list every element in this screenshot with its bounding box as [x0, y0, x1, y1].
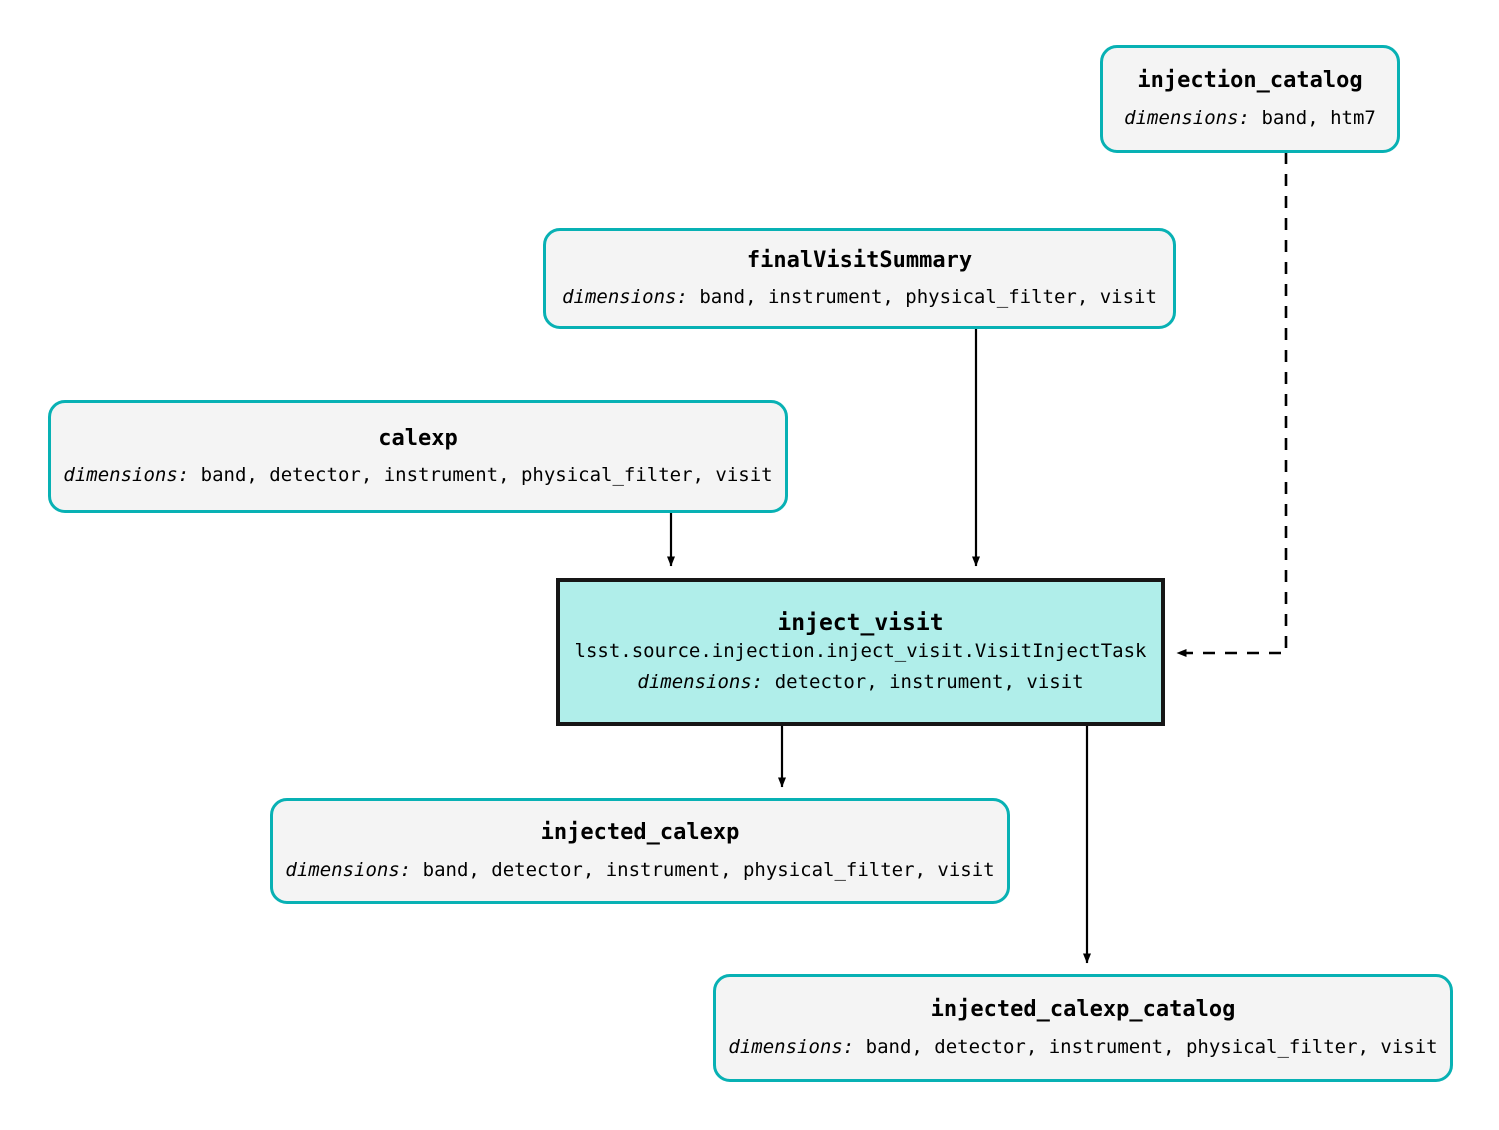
dimensions-value: band, htm7	[1261, 106, 1376, 129]
node-title: inject_visit	[777, 610, 944, 637]
dimensions-value: band, detector, instrument, physical_fil…	[200, 464, 773, 487]
node-dimensions: dimensions: band, instrument, physical_f…	[562, 287, 1157, 308]
node-dimensions: dimensions: band, htm7	[1124, 106, 1376, 129]
node-calexp[interactable]: calexp dimensions: band, detector, instr…	[48, 400, 788, 513]
dimensions-label: dimensions:	[562, 286, 688, 309]
node-dimensions: dimensions: band, detector, instrument, …	[63, 465, 772, 486]
node-title: injected_calexp_catalog	[930, 997, 1236, 1023]
node-title: injection_catalog	[1137, 68, 1363, 94]
node-injected-calexp[interactable]: injected_calexp dimensions: band, detect…	[270, 798, 1010, 904]
node-title: finalVisitSummary	[746, 247, 973, 273]
dimensions-value: detector, instrument, visit	[774, 670, 1084, 693]
dimensions-label: dimensions:	[728, 1035, 855, 1058]
dimensions-value: band, instrument, physical_filter, visit	[699, 286, 1157, 309]
node-inject-visit[interactable]: inject_visit lsst.source.injection.injec…	[556, 578, 1165, 726]
dimensions-label: dimensions:	[63, 464, 190, 487]
dimensions-label: dimensions:	[637, 670, 764, 693]
dimensions-value: band, detector, instrument, physical_fil…	[422, 858, 995, 881]
node-finalvisitsummary[interactable]: finalVisitSummary dimensions: band, inst…	[543, 228, 1176, 329]
dimensions-label: dimensions:	[1124, 106, 1250, 129]
node-title: calexp	[378, 425, 458, 451]
node-task-class: lsst.source.injection.inject_visit.Visit…	[574, 639, 1147, 662]
dimensions-label: dimensions:	[285, 858, 412, 881]
dimensions-value: band, detector, instrument, physical_fil…	[865, 1035, 1438, 1058]
edge-injection-catalog-to-inject-visit	[1176, 152, 1288, 657]
node-dimensions: dimensions: detector, instrument, visit	[637, 670, 1084, 693]
node-injected-calexp-catalog[interactable]: injected_calexp_catalog dimensions: band…	[713, 974, 1453, 1082]
node-dimensions: dimensions: band, detector, instrument, …	[285, 858, 995, 881]
node-dimensions: dimensions: band, detector, instrument, …	[728, 1035, 1438, 1058]
node-injection-catalog[interactable]: injection_catalog dimensions: band, htm7	[1100, 45, 1400, 153]
node-title: injected_calexp	[540, 820, 740, 846]
